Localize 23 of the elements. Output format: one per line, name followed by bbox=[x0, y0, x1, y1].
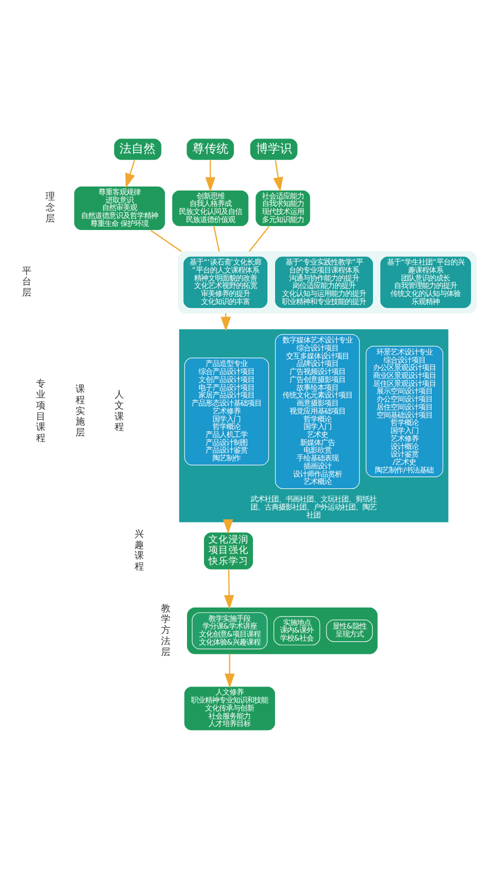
arrow bbox=[224, 570, 234, 610]
label: 专业项目课程 bbox=[36, 378, 46, 444]
node-box: 博学识 bbox=[250, 138, 298, 160]
arrow bbox=[224, 654, 235, 688]
arrow bbox=[222, 519, 234, 534]
label: 兴趣课程 bbox=[134, 528, 145, 573]
label: 课程实施层 bbox=[75, 384, 86, 439]
node-box: 尊传统 bbox=[186, 138, 234, 160]
cluster bbox=[178, 251, 477, 314]
label: 人文课程 bbox=[114, 389, 125, 434]
cluster bbox=[187, 608, 378, 654]
label: 教学方法层 bbox=[161, 603, 172, 658]
connector bbox=[150, 230, 182, 252]
connector bbox=[248, 226, 270, 252]
arrow bbox=[205, 160, 216, 192]
label: 平台层 bbox=[22, 266, 32, 299]
arrow bbox=[125, 160, 136, 188]
arrow bbox=[273, 160, 284, 192]
node-box: 法自然 bbox=[114, 138, 162, 160]
node-box: 文化浸润 项目强化 快乐学习 bbox=[203, 532, 254, 570]
arrow bbox=[220, 313, 231, 332]
connector bbox=[213, 226, 220, 252]
label: 理念层 bbox=[46, 192, 56, 224]
